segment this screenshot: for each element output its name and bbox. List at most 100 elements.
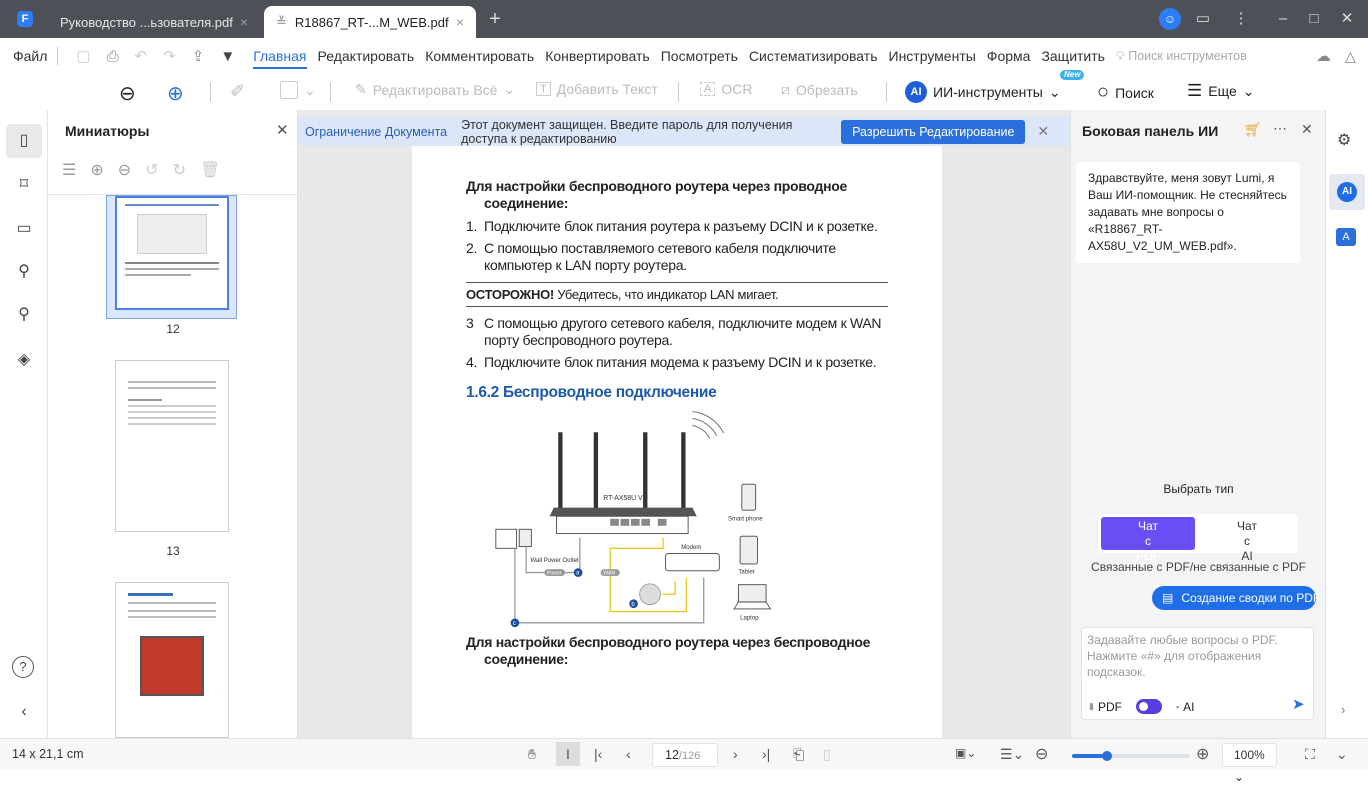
close-ai-panel-icon[interactable]: ✕ <box>1301 121 1313 137</box>
page-size: 14 x 21,1 cm <box>12 747 84 761</box>
cloud-upload-icon[interactable]: ☁ <box>1316 48 1331 65</box>
search-icon[interactable]: ⚲ <box>18 306 30 323</box>
next-page-button[interactable]: › <box>733 746 738 762</box>
zoom-in-button[interactable]: ⊕ <box>167 83 184 105</box>
page-fit-dropdown[interactable]: ▣⌄ <box>955 746 977 760</box>
pdf-ai-toggle[interactable] <box>1135 699 1162 714</box>
page-layout-dropdown[interactable]: ☰⌄ <box>1000 746 1025 762</box>
rotate-page-icon[interactable]: ⎗ <box>793 746 805 762</box>
caution-text: Убедитесь, что индикатор LAN мигает. <box>557 287 779 302</box>
menu-form[interactable]: Форма <box>986 48 1031 64</box>
ai-assistant-tab[interactable]: AI <box>1329 174 1365 210</box>
new-tab-button[interactable]: + <box>489 8 501 30</box>
search-tools[interactable]: 💡︎ Поиск инструментов <box>1116 49 1247 64</box>
share-icon[interactable]: ⇪ <box>191 48 205 65</box>
maximize-button[interactable]: □ <box>1309 10 1319 27</box>
shape-dropdown[interactable]: ⌄ <box>280 81 316 99</box>
settings-sliders-icon[interactable]: ⚙︎ <box>1337 132 1352 149</box>
translate-icon[interactable]: A <box>1336 228 1356 246</box>
account-icon[interactable]: ☺ <box>1159 8 1181 30</box>
options-icon[interactable]: ☰ <box>62 162 77 179</box>
send-icon[interactable]: ➤ <box>1292 696 1305 713</box>
tab-document-1[interactable]: Руководство ...ьзователя.pdf× <box>48 6 260 38</box>
page-number-input[interactable]: 12/126 <box>652 743 718 767</box>
ai-question-input[interactable]: Задавайте любые вопросы о PDF. Нажмите «… <box>1081 627 1314 720</box>
attachment-icon[interactable]: ⚲ <box>18 263 30 280</box>
allow-editing-button[interactable]: Разрешить Редактирование <box>841 119 1026 144</box>
select-tool-icon[interactable]: I <box>556 742 580 766</box>
toggle-pdf-label: PDF <box>1097 699 1122 714</box>
step-number: 2. <box>466 240 478 256</box>
highlight-icon[interactable]: ✐ <box>230 81 246 101</box>
close-window-button[interactable]: ✕ <box>1340 10 1354 27</box>
close-tab-icon[interactable]: × <box>455 14 464 30</box>
zoom-out-icon[interactable]: ⊖ <box>1035 746 1049 763</box>
title-bar: F Руководство ...ьзователя.pdf× ≚R18867_… <box>0 0 1368 38</box>
menu-tools[interactable]: Инструменты <box>888 48 976 64</box>
last-page-button[interactable]: ›| <box>762 746 771 762</box>
more-options-icon[interactable]: ⋯ <box>1273 120 1287 136</box>
scroll-down-icon[interactable]: ⌄ <box>1336 746 1348 762</box>
menu-organize[interactable]: Систематизировать <box>748 48 878 64</box>
zoom-out-button[interactable]: ⊖ <box>119 83 136 105</box>
redo-icon[interactable]: ↷ <box>163 48 176 65</box>
cart-icon[interactable]: 🛒︎ <box>1244 121 1262 137</box>
zoom-out-icon[interactable]: ⊖ <box>117 162 132 179</box>
tab-document-2[interactable]: ≚R18867_RT-...M_WEB.pdf× <box>264 6 476 38</box>
previous-page-button[interactable]: ‹ <box>626 746 631 762</box>
menu-edit[interactable]: Редактировать <box>317 48 415 64</box>
menu-protect[interactable]: Защитить <box>1041 48 1105 64</box>
quick-access-dropdown-icon[interactable]: ▼ <box>220 47 236 65</box>
menu-convert[interactable]: Конвертировать <box>545 48 650 64</box>
chevron-icon: ≚ <box>276 14 287 29</box>
lightbulb-icon: 💡︎ <box>1115 48 1125 63</box>
tablet-label: Tablet <box>738 569 754 575</box>
save-icon[interactable]: ▢ <box>76 48 91 65</box>
zoom-level-dropdown[interactable]: 100% ⌄ <box>1222 743 1277 784</box>
bookmark-icon[interactable]: ⌑ <box>19 176 29 193</box>
zoom-slider[interactable] <box>1072 751 1190 761</box>
thumbnails-icon[interactable]: ▯ <box>6 124 42 158</box>
edit-all-button[interactable]: ✎Редактировать Всё⌄ <box>355 81 516 98</box>
rotate-left-icon[interactable]: ↺ <box>145 162 159 179</box>
layers-icon[interactable]: ◈ <box>17 351 31 368</box>
fullscreen-icon[interactable]: ⛶ <box>1305 746 1315 762</box>
menu-file[interactable]: Файл <box>13 48 48 64</box>
collapse-sidebar-icon[interactable]: ‹ <box>21 703 27 720</box>
thumbnail-page-14[interactable] <box>115 582 229 738</box>
expand-icon[interactable]: › <box>1341 702 1346 717</box>
comment-icon[interactable]: ▭ <box>16 220 32 237</box>
close-tab-icon[interactable]: × <box>239 14 248 30</box>
page-icon[interactable]: ▯ <box>823 746 831 762</box>
close-panel-icon[interactable]: ✕ <box>276 122 289 139</box>
collapse-ribbon-icon[interactable]: △ <box>1345 47 1356 64</box>
thumbnail-page-12[interactable] <box>106 195 237 319</box>
search-button[interactable]: ○Поиск <box>1097 81 1154 104</box>
help-icon[interactable]: ? <box>12 656 34 678</box>
delete-icon[interactable]: 🗑︎ <box>199 162 221 179</box>
menu-comment[interactable]: Комментировать <box>425 48 535 64</box>
print-icon[interactable]: ⎙ <box>106 47 119 65</box>
zoom-in-icon[interactable]: ⊕ <box>90 162 104 179</box>
chat-with-ai-option[interactable]: Чат с AI <box>1237 519 1257 563</box>
feedback-icon[interactable]: ▭ <box>1195 10 1211 27</box>
rotate-right-icon[interactable]: ↻ <box>172 162 186 179</box>
create-summary-button[interactable]: ▤Создание сводки по PDF <box>1152 586 1320 610</box>
undo-icon[interactable]: ↶ <box>134 48 148 65</box>
more-vertical-icon[interactable]: ⋮ <box>1233 10 1249 27</box>
first-page-button[interactable]: |‹ <box>594 746 603 762</box>
minimize-button[interactable]: – <box>1278 10 1288 27</box>
internet-globe-icon <box>639 583 661 606</box>
chat-with-pdf-option[interactable]: Чат с PDF <box>1101 517 1195 563</box>
menu-view[interactable]: Посмотреть <box>660 48 738 64</box>
menu-home[interactable]: Главная <box>253 48 307 69</box>
hand-tool-icon[interactable]: ✋︎ <box>528 746 536 762</box>
zoom-in-icon[interactable]: ⊕ <box>1196 746 1210 763</box>
more-button[interactable]: ☰Еще⌄ <box>1187 81 1255 100</box>
thumbnail-page-13[interactable] <box>115 360 229 532</box>
close-notice-icon[interactable]: ✕ <box>1037 123 1050 139</box>
crop-button[interactable]: ⧄Обрезать <box>781 81 858 98</box>
